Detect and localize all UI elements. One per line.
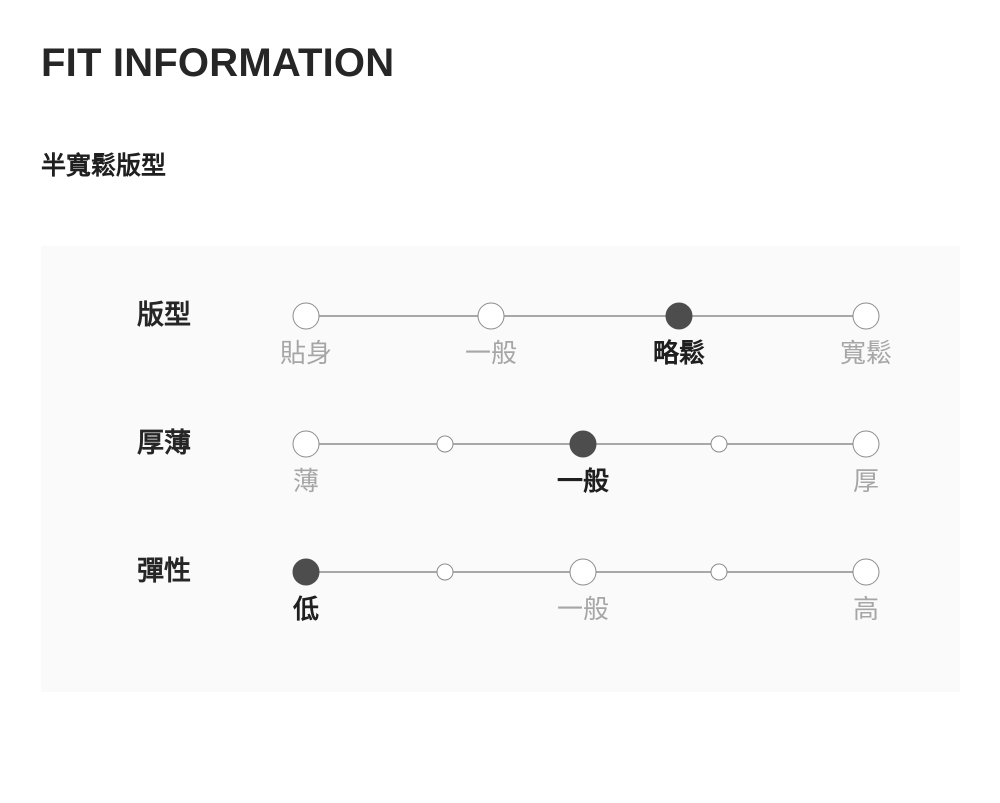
fit-scale-track-group: 貼身 一般 略鬆 寬鬆 — [253, 252, 917, 380]
fit-scale-label[interactable]: 厚 — [852, 466, 880, 496]
fit-scale-dot[interactable] — [436, 563, 454, 581]
fit-scale-dot[interactable] — [710, 435, 728, 453]
fit-scale-row: 厚薄薄 一般 厚 — [41, 380, 960, 508]
fit-scale-dot[interactable] — [710, 563, 728, 581]
fit-scale-dot[interactable] — [852, 558, 880, 586]
fit-scale-label[interactable]: 高 — [852, 594, 880, 624]
fit-scale-label-selected[interactable]: 一般 — [556, 466, 610, 496]
fit-scale-label-selected[interactable]: 略鬆 — [652, 338, 706, 368]
fit-scale-label[interactable]: 一般 — [464, 338, 518, 368]
fit-scale-dot[interactable] — [852, 302, 880, 330]
fit-scale-dot-selected[interactable] — [292, 558, 320, 586]
fit-scale-dot[interactable] — [852, 430, 880, 458]
fit-scale-track-group: 薄 一般 厚 — [253, 380, 917, 508]
fit-scale-label[interactable]: 薄 — [292, 466, 320, 496]
fit-scale-row-label: 彈性 — [137, 556, 191, 586]
fit-scale-label[interactable]: 一般 — [556, 594, 610, 624]
fit-scale-dot[interactable] — [292, 430, 320, 458]
fit-scale-row-label: 版型 — [137, 300, 191, 330]
fit-scale-panel: 版型貼身一般略鬆寬鬆厚薄薄一般厚彈性低一般高 — [41, 246, 960, 692]
fit-scale-dot[interactable] — [477, 302, 505, 330]
fit-scale-label[interactable]: 貼身 — [279, 338, 333, 368]
fit-scale-row: 彈性低 一般 高 — [41, 508, 960, 636]
fit-scale-label[interactable]: 寬鬆 — [839, 338, 893, 368]
fit-scale-track — [306, 315, 866, 317]
fit-scale-label-selected[interactable]: 低 — [292, 594, 320, 624]
fit-scale-dot[interactable] — [569, 558, 597, 586]
fit-scale-dot[interactable] — [292, 302, 320, 330]
fit-scale-dot-selected[interactable] — [665, 302, 693, 330]
fit-scale-dot[interactable] — [436, 435, 454, 453]
page-title: FIT INFORMATION — [41, 40, 395, 85]
fit-scale-track-group: 低 一般 高 — [253, 508, 917, 636]
fit-scale-dot-selected[interactable] — [569, 430, 597, 458]
fit-scale-row: 版型貼身 一般 略鬆 寬鬆 — [41, 252, 960, 380]
fit-scale-row-label: 厚薄 — [137, 428, 191, 458]
fit-type-subtitle: 半寬鬆版型 — [41, 151, 167, 180]
